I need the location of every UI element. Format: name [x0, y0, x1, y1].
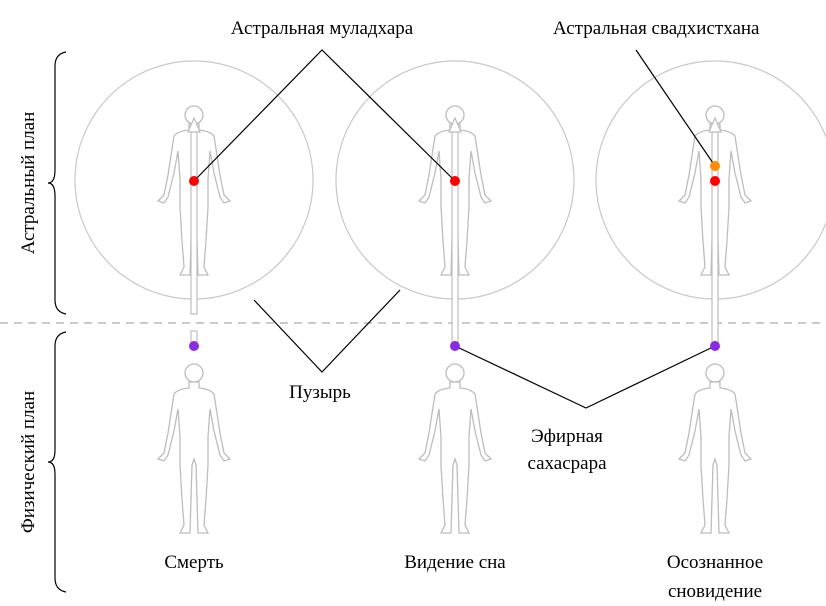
- muladhara-leader: [194, 50, 455, 181]
- state-caption-death: Смерть: [164, 552, 224, 573]
- astral-muladhara-label: Астральная муладхара: [231, 18, 414, 39]
- astral-plane-label: Астральный план: [18, 112, 39, 255]
- state-caption-dream: Видение сна: [404, 552, 506, 573]
- state-caption-lucid-line2: сновидение: [668, 581, 762, 602]
- bubble-label: Пузырь: [289, 382, 351, 403]
- sahasrara-dot: [710, 341, 720, 351]
- etheric-sahasrara-label-line1: Эфирная: [531, 426, 603, 447]
- bubble-leader: [254, 290, 400, 372]
- sahasrara-dot: [450, 341, 460, 351]
- sahasrara-leader: [455, 346, 715, 408]
- sahasrara-dot: [189, 341, 199, 351]
- muladhara-dot: [710, 176, 720, 186]
- etheric-sahasrara-label-line2: сахасрара: [527, 453, 607, 474]
- physical-plane-brace: [48, 332, 66, 592]
- physical-body-figure: [419, 364, 491, 533]
- astral-plane-brace: [48, 52, 66, 314]
- muladhara-dot: [189, 176, 199, 186]
- physical-body-figure: [158, 364, 230, 533]
- physical-body-figure: [679, 364, 751, 533]
- astral-svadhisthana-label: Астральная свадхистхана: [553, 18, 760, 39]
- state-caption-lucid-line1: Осознанное: [667, 552, 763, 573]
- muladhara-dot: [450, 176, 460, 186]
- physical-plane-label: Физический план: [18, 391, 39, 533]
- svadhisthana-dot: [710, 161, 720, 171]
